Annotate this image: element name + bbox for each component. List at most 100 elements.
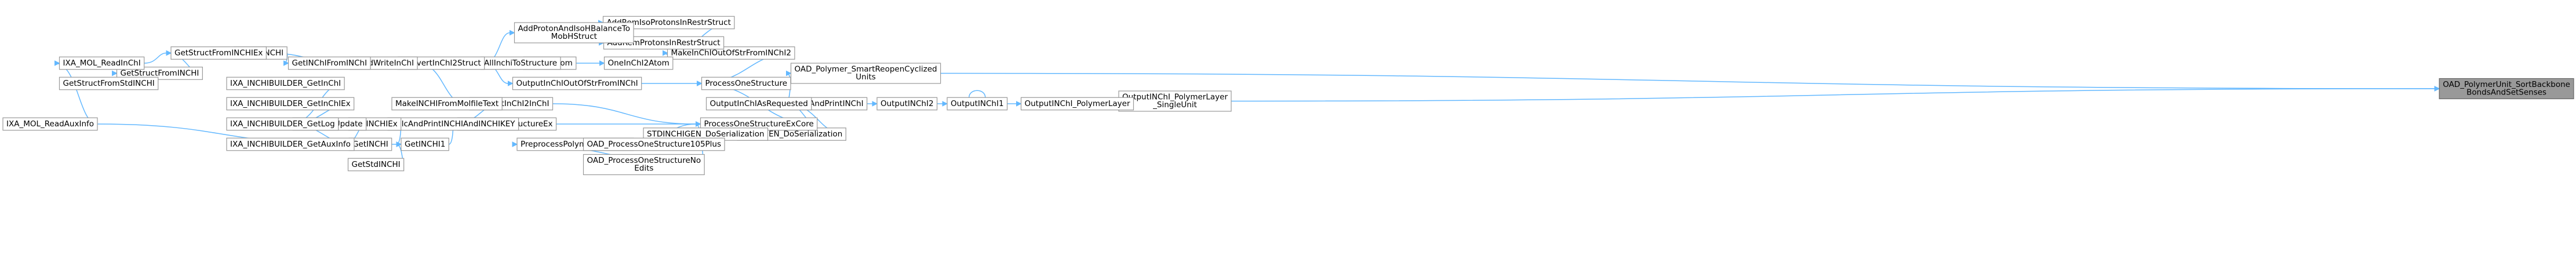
- edge-arrowhead: [396, 141, 402, 147]
- node-box: [514, 22, 634, 43]
- node-bGetAux[interactable]: IXA_INCHIBUILDER_GetAuxInfo: [226, 137, 355, 151]
- edge-outINChI2-to-outINChI1: [937, 101, 948, 107]
- node-bGetInChIEx[interactable]: IXA_INCHIBUILDER_GetInChIEx: [226, 97, 355, 111]
- node-molReadInChI[interactable]: IXA_MOL_ReadInChI: [59, 56, 145, 70]
- node-oneInChI2Atom[interactable]: OneInChI2Atom: [603, 56, 674, 70]
- node-label: BondsAndSetSenses: [2466, 88, 2546, 97]
- node-oadProc105[interactable]: OAD_ProcessOneStructure105Plus: [583, 137, 725, 151]
- node-label: GetStructFromStdINCHI: [63, 79, 155, 88]
- node-label: IXA_INCHIBUILDER_GetInChI: [230, 79, 341, 88]
- node-box: [583, 137, 725, 151]
- node-label: OAD_PolymerUnit_SortBackbone: [2443, 80, 2570, 89]
- node-outINChI1[interactable]: OutputINChI1: [947, 97, 1008, 111]
- edge-molReadAux-to-molReadInChI: [54, 60, 98, 125]
- node-box: [347, 158, 405, 172]
- node-label: AddProtonAndIsoHBalanceTo: [518, 24, 631, 34]
- node-getStructFromINCHI[interactable]: GetStructFromINCHI: [116, 67, 203, 80]
- node-label: OAD_ProcessOneStructureNo: [587, 156, 701, 165]
- node-label: IXA_INCHIBUILDER_GetInChIEx: [230, 99, 351, 108]
- node-box: [705, 97, 812, 111]
- node-box: [226, 97, 355, 111]
- node-label: OAD_ProcessOneStructure105Plus: [587, 140, 722, 149]
- edge-outInChIOut-to-procStruct: [641, 81, 703, 86]
- node-box: [583, 154, 705, 176]
- edge-line: [969, 90, 986, 98]
- node-box: [59, 56, 145, 70]
- node-procStructEx[interactable]: ProcessOneStructureExCore: [700, 117, 818, 131]
- node-box: [512, 76, 642, 90]
- node-box: [876, 97, 938, 111]
- node-addRemIso[interactable]: AddRemIsoProtonsInRestrStruct: [602, 16, 735, 30]
- node-label: ProcessOneStructureExCore: [704, 119, 814, 129]
- node-outInChIOut[interactable]: OutputInChIOutOfStrFromINChI: [512, 76, 642, 90]
- node-label: MobHStruct: [551, 32, 597, 41]
- node-label: OutputINChI2: [881, 99, 934, 108]
- node-label: IXA_INCHIBUILDER_GetLog: [230, 119, 335, 129]
- node-label: OAD_Polymer_SmartReopenCyclized: [795, 65, 937, 74]
- node-label: AddRemIsoProtonsInRestrStruct: [607, 18, 731, 27]
- node-getINChIFromINChI[interactable]: GetINChIFromINChI: [288, 56, 371, 70]
- node-bGetInChI[interactable]: IXA_INCHIBUILDER_GetInChI: [226, 76, 345, 90]
- node-getStructFromINCHIEx[interactable]: GetStructFromINCHIEx: [170, 46, 267, 60]
- node-box: [2, 117, 98, 131]
- node-box: [170, 46, 267, 60]
- node-box: [1118, 90, 1232, 112]
- edge-arrowhead: [663, 50, 668, 56]
- node-label: GetStructFromINCHI: [121, 68, 199, 78]
- node-label: AddRemProtonsInRestrStruct: [607, 38, 721, 48]
- node-box: [59, 76, 159, 90]
- node-label: GetStructFromINCHIEx: [174, 48, 263, 57]
- node-box: [226, 117, 339, 131]
- edge-reopen-to-root: [940, 72, 2440, 92]
- edge-arrowhead: [112, 70, 118, 76]
- node-getINCHI1[interactable]: GetINCHI1: [401, 137, 449, 151]
- node-polyLayerSingle[interactable]: OutputINChI_PolymerLayer_SingleUnit: [1118, 90, 1232, 112]
- node-outINChI2[interactable]: OutputINChI2: [876, 97, 938, 111]
- edge-arrowhead: [599, 60, 605, 66]
- node-stdGenSer[interactable]: STDINCHIGEN_DoSerialization: [643, 128, 769, 141]
- edge-arrowhead: [872, 101, 878, 107]
- node-bGetLog[interactable]: IXA_INCHIBUILDER_GetLog: [226, 117, 339, 131]
- node-allInchiToStruct[interactable]: AllInchiToStructure: [480, 56, 561, 70]
- node-calcPrint[interactable]: CalcAndPrintINCHIAndINCHIKEY: [387, 117, 519, 131]
- edge-arrowhead: [510, 30, 515, 36]
- node-label: _SingleUnit: [1152, 100, 1197, 110]
- node-box: [790, 63, 941, 84]
- node-makeMolfileText[interactable]: MakeINCHIFromMolfileText: [391, 97, 503, 111]
- node-label: IXA_MOL_ReadInChI: [63, 59, 141, 68]
- node-label: GetINCHI1: [405, 140, 445, 149]
- node-label: STDINCHIGEN_DoSerialization: [647, 129, 765, 139]
- edge-convInChI2InChI-to-procStructEx: [552, 103, 701, 127]
- node-label: MakeInChIOutOfStrFromINChI2: [671, 48, 791, 57]
- node-getINCHI[interactable]: GetINCHI: [348, 137, 392, 151]
- node-procStruct[interactable]: ProcessOneStructure: [701, 76, 791, 90]
- node-polyLayer[interactable]: OutputINChI_PolymerLayer: [1020, 97, 1134, 111]
- node-label: OutputInChIAsRequested: [710, 99, 808, 108]
- node-label: ConvertInChI2Struct: [402, 59, 481, 68]
- edge-arrowhead: [166, 50, 172, 56]
- node-molReadAux[interactable]: IXA_MOL_ReadAuxInfo: [2, 117, 98, 131]
- node-label: IXA_INCHIBUILDER_GetAuxInfo: [230, 140, 351, 149]
- node-outAsReq[interactable]: OutputInChIAsRequested: [705, 97, 812, 111]
- edge-arrowhead: [1016, 101, 1022, 107]
- node-box: [288, 56, 371, 70]
- node-getStructFromStd[interactable]: GetStructFromStdINCHI: [59, 76, 159, 90]
- edge-line: [940, 72, 2435, 89]
- node-box: [701, 76, 791, 90]
- node-makeInChIOut[interactable]: MakeInChIOutOfStrFromINChI2: [667, 46, 795, 60]
- node-root[interactable]: OAD_PolymerUnit_SortBackboneBondsAndSetS…: [2439, 78, 2574, 100]
- node-getStdINCHI[interactable]: GetStdINCHI: [347, 158, 405, 172]
- node-box: [226, 76, 345, 90]
- node-label: Edits: [634, 164, 653, 173]
- node-label: GetINCHI: [352, 140, 388, 149]
- edge-procStructExT-to-procStructEx: [556, 121, 701, 127]
- edge-arrowhead: [942, 101, 948, 107]
- node-label: IXA_MOL_ReadAuxInfo: [6, 119, 94, 129]
- edge-line: [144, 52, 167, 64]
- node-label: OutputINChI1: [951, 99, 1004, 108]
- edge-arrowhead: [508, 81, 514, 86]
- nodes-layer: OAD_PolymerUnit_SortBackboneBondsAndSetS…: [2, 16, 2574, 176]
